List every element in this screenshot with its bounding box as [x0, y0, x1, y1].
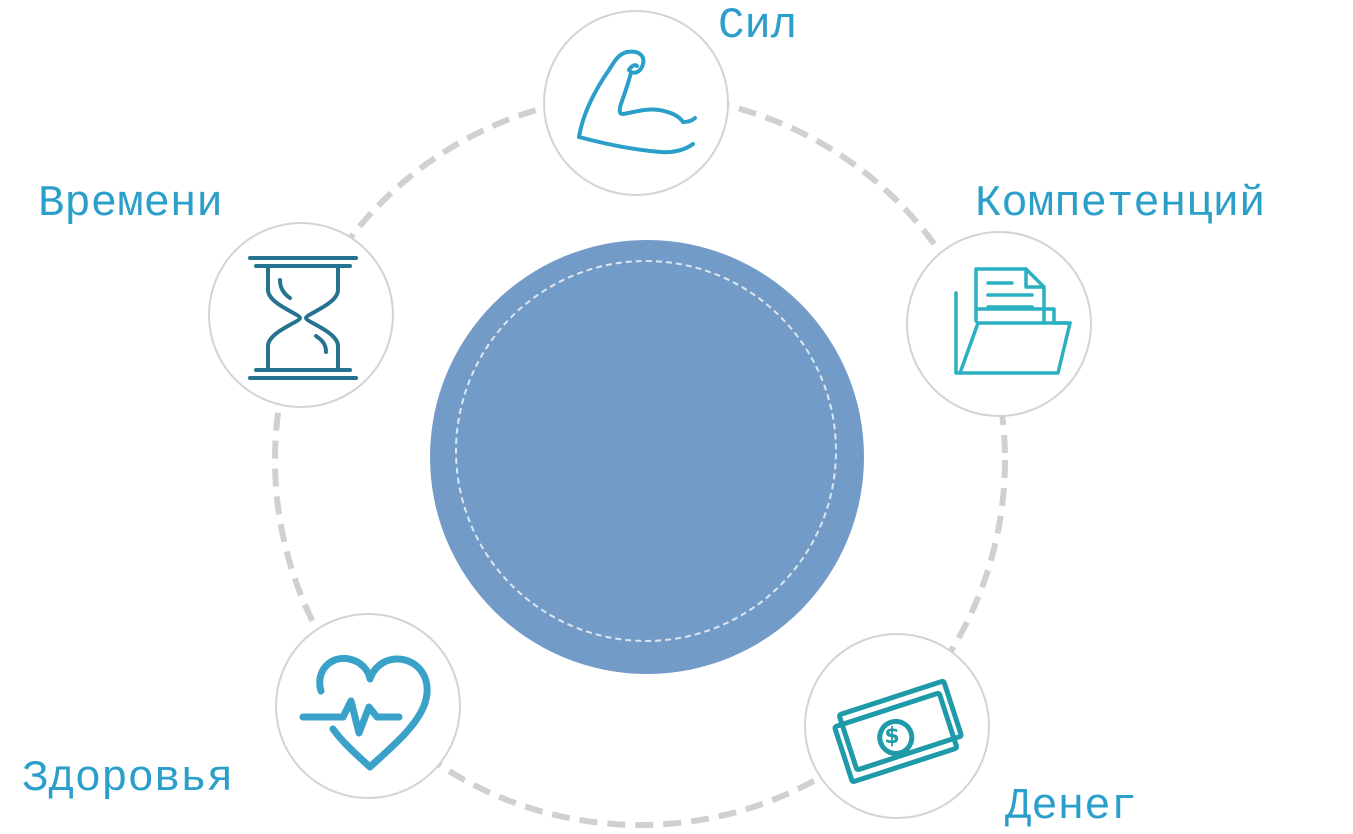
hourglass-icon — [248, 256, 358, 380]
label-zdorovya: Здоровья — [22, 754, 234, 804]
label-vremeni: Времени — [38, 179, 223, 229]
node-zdorovya — [275, 613, 461, 799]
flexed-bicep-icon — [577, 49, 697, 155]
node-deneg: $ — [804, 633, 990, 819]
node-sil — [543, 10, 729, 196]
node-kompetentsiy — [906, 231, 1092, 417]
center-circle — [430, 240, 864, 674]
heart-pulse-icon — [299, 654, 431, 771]
money-banknote-icon: $ — [832, 678, 964, 785]
dollar-sign-icon: $ — [884, 724, 899, 749]
center-circle-dashed-border — [455, 260, 837, 642]
label-kompetentsiy: Компетенций — [975, 179, 1266, 229]
node-vremeni — [208, 222, 394, 408]
label-deneg: Денег — [1005, 782, 1138, 832]
label-sil: Сил — [718, 1, 798, 51]
document-folder-icon — [954, 267, 1072, 375]
